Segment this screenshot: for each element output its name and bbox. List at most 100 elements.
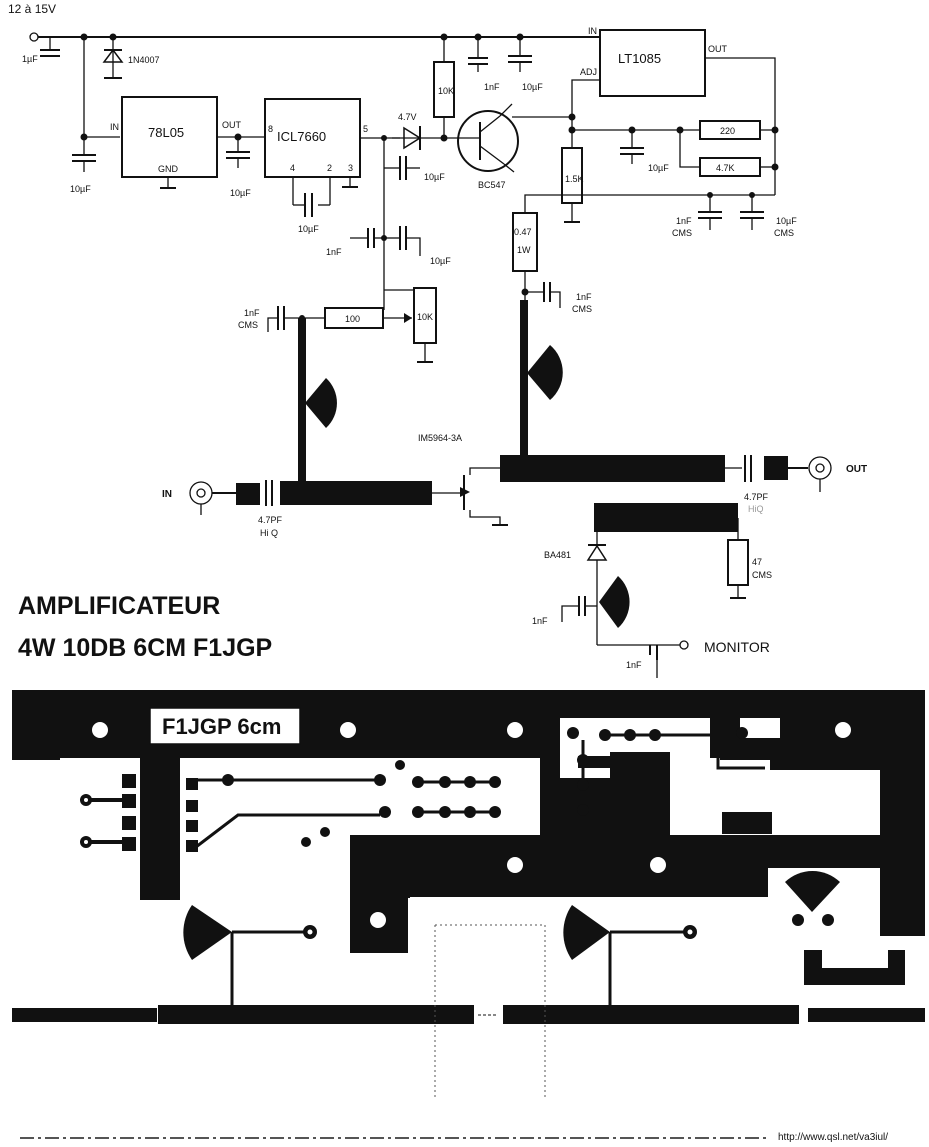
gate-radial-stub (305, 378, 337, 428)
cap-1nf-drain-label: 1nF (576, 292, 592, 302)
cap-1nf-gate-label: 1nF (244, 308, 260, 318)
lt1085-adj-label: ADJ (580, 67, 597, 77)
pcb-drain-stub (563, 905, 610, 960)
zener-4v7: 4.7V (392, 112, 440, 150)
title-line-2: 4W 10DB 6CM F1JGP (18, 634, 272, 662)
pcb-monitor-trace (804, 950, 905, 985)
cap-1nf-mid: 1nF (326, 228, 384, 257)
pcb-label: F1JGP 6cm (162, 714, 281, 739)
cap-10uf-icl-label: 10µF (298, 224, 319, 234)
res-100-label: 100 (345, 314, 360, 324)
input-connector (189, 481, 213, 505)
cap-1nf-monitor-2: 1nF (626, 645, 658, 678)
pcb-layout: F1JGP 6cm (12, 690, 925, 1143)
pcb-pads (80, 727, 765, 852)
cap-10uf-rail-label: 10µF (522, 82, 543, 92)
cap-in-label: 1µF (22, 54, 38, 64)
bc547-label: BC547 (478, 180, 506, 190)
cap-in-47pf-label: 4.7PF (258, 515, 283, 525)
cap-10uf-cms-out: 10µF CMS (740, 195, 797, 238)
cap-10uf-cms-out-label: 10µF (776, 216, 797, 226)
reg-78l05-out-label: OUT (222, 120, 242, 130)
cap-in-47pf-label-b: Hi Q (260, 528, 278, 538)
supply-input-terminal (29, 32, 39, 42)
monitor-label: MONITOR (704, 639, 770, 655)
input-matching-line (280, 481, 432, 505)
diode-ba481: BA481 (544, 532, 608, 561)
lt1085-out-label: OUT (708, 44, 728, 54)
pcb-label-box (149, 707, 301, 745)
res-47k-label: 4.7K (716, 163, 735, 173)
output-matching-line (500, 455, 725, 482)
cap-10uf-cms-out-label-b: CMS (774, 228, 794, 238)
resistor-0r47-1w (512, 212, 538, 272)
pot-10k-label: 10K (417, 312, 433, 322)
cap-1nf-gate: 1nF CMS (238, 306, 285, 332)
cap-1nf-cms-out-label: 1nF (676, 216, 692, 226)
fet-im5964: IM5964-3A (418, 433, 508, 526)
transistor-bc547: BC547 (457, 103, 519, 190)
pcb-input-line (158, 1005, 474, 1024)
cap-10uf-neg-label: 10µF (424, 172, 445, 182)
cap-1nf-mon-label: 1nF (532, 616, 548, 626)
cap-1nf-drain-label-b: CMS (572, 304, 592, 314)
input-cap-pad (236, 483, 260, 505)
icl-pin8: 8 (268, 124, 273, 134)
cap-1nf-rail: 1nF (468, 37, 500, 92)
resistor-220 (699, 120, 761, 140)
cap-out-47pf-label-b: HiQ (748, 504, 764, 514)
output-cap-pad (764, 456, 788, 480)
pcb-monitor-stub (785, 871, 840, 912)
icl-pin4: 4 (290, 163, 295, 173)
reg-78l05-label: 78L05 (148, 125, 184, 140)
cap-1nf-gate-label-b: CMS (238, 320, 258, 330)
output-connector (808, 456, 832, 480)
res-10k-top-label: 10K (438, 86, 454, 96)
diode-1n4007: 1N4007 (102, 37, 160, 79)
cap-1nf-cms-out-label-b: CMS (672, 228, 692, 238)
lt1085-label: LT1085 (618, 51, 661, 66)
drain-bias-line (520, 300, 528, 456)
monitor-terminal (679, 640, 689, 650)
monitor-radial-stub (599, 576, 630, 628)
schematic: 12 à 15V 1µF 1N4007 (8, 2, 867, 678)
cap-1nf-rail-label: 1nF (484, 82, 500, 92)
cap-10uf-78l05: 10µF (226, 137, 251, 198)
drain-radial-stub (527, 345, 563, 400)
icl-pin2: 2 (327, 163, 332, 173)
cap-1nf-drain: 1nF CMS (525, 282, 592, 314)
reg-78l05-gnd-label: GND (158, 164, 179, 174)
cap-10uf-mid-label: 10µF (430, 256, 451, 266)
regulator-lt1085 (599, 29, 706, 97)
zener-label: 4.7V (398, 112, 417, 122)
cap-1nf-mid-label: 1nF (326, 247, 342, 257)
res-47-label-b: CMS (752, 570, 772, 580)
monitor-coupler-line (594, 503, 738, 532)
cap-10uf-icl7660: 10µF (292, 177, 331, 234)
pcb-output-line (503, 1005, 799, 1024)
resistor-47-cms (727, 539, 749, 586)
title-line-1: AMPLIFICATEUR (18, 592, 220, 620)
gate-bias-line (298, 318, 306, 488)
cap-1nf-monitor: 1nF (532, 596, 597, 626)
cap-1nf-cms-out: 1nF CMS (672, 195, 722, 238)
cap-10uf-adj: 10µF (620, 130, 669, 173)
lt1085-in-label: IN (588, 26, 597, 36)
res-47-label: 47 (752, 557, 762, 567)
icl-pin3: 3 (348, 163, 353, 173)
res-047-w-label: 1W (517, 245, 531, 255)
in-label: IN (162, 489, 172, 500)
res-220-label: 220 (720, 126, 735, 136)
supply-voltage-label: 12 à 15V (8, 2, 56, 16)
footer-url: http://www.qsl.net/va3iul/ (778, 1132, 888, 1143)
pcb-gate-stub (183, 905, 232, 960)
cap-10uf-left: 10µF (70, 154, 96, 194)
cap-10uf-mid: 10µF (384, 226, 451, 266)
cap-10uf-78l05-label: 10µF (230, 188, 251, 198)
reg-78l05-in-label: IN (110, 122, 119, 132)
input-cap-1uf: 1µF (22, 37, 60, 64)
fet-label: IM5964-3A (418, 433, 462, 443)
out-label: OUT (846, 464, 867, 475)
cap-1nf-mon2-label: 1nF (626, 660, 642, 670)
